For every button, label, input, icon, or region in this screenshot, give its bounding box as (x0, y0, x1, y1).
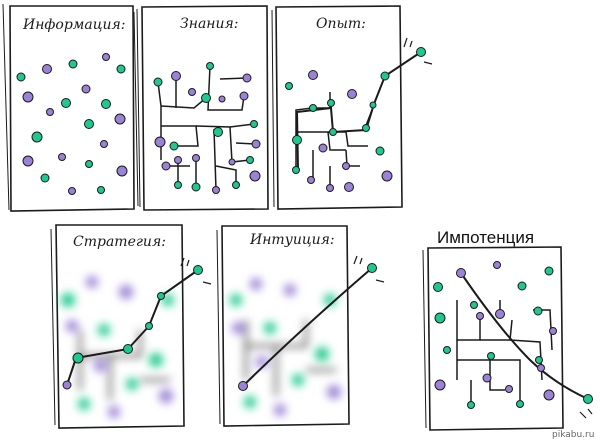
panel-intuition: Интуиция: (216, 225, 385, 427)
panel-frame (141, 5, 269, 211)
panel-frame (9, 5, 135, 212)
panel-impotence: Импотенция (422, 228, 593, 431)
panel-title-information: Информация: (22, 17, 126, 33)
panel-experience: Опыт: (271, 5, 433, 210)
panel-title-strategy: Стратегия: (73, 234, 166, 250)
blurred-background-intuition (230, 278, 341, 416)
panel-frame (275, 5, 403, 210)
dots-knowledge (153, 62, 261, 194)
panel-information: Информация: (2, 3, 139, 212)
impotence-path (460, 272, 589, 400)
panel-fold (216, 229, 221, 425)
panel-title-knowledge: Знания: (180, 16, 239, 32)
panel-fold (136, 8, 141, 208)
strategy-path (66, 269, 199, 386)
path-dots-intuition (238, 263, 377, 391)
path-dots-strategy (62, 265, 203, 390)
edges-experience (295, 92, 373, 186)
watermark: pikabu.ru (552, 430, 594, 440)
panel-title-intuition: Интуиция: (249, 232, 335, 248)
intuition-path (242, 267, 373, 387)
panel-frame (221, 225, 350, 427)
panel-fold (271, 9, 275, 208)
panel-frame (427, 246, 564, 431)
panel-title-impotence: Импотенция (437, 228, 534, 247)
panel-title-experience: Опыт: (316, 16, 366, 32)
edges-knowledge (157, 65, 257, 191)
panel-knowledge: Знания: (136, 5, 269, 211)
dots-experience (285, 47, 426, 192)
experience-path (295, 51, 422, 171)
panel-fold (2, 3, 139, 211)
spark-marks (353, 255, 385, 283)
panel-frame (55, 224, 185, 429)
blurred-background-strategy (61, 276, 174, 418)
spark-marks (180, 257, 212, 285)
dots-information (16, 53, 128, 195)
panel-strategy: Стратегия: (50, 224, 212, 429)
dots-impotence (433, 261, 593, 409)
panel-fold (422, 249, 427, 429)
panel-fold (50, 228, 56, 426)
spark-marks (403, 37, 433, 65)
spark-marks (579, 408, 593, 419)
